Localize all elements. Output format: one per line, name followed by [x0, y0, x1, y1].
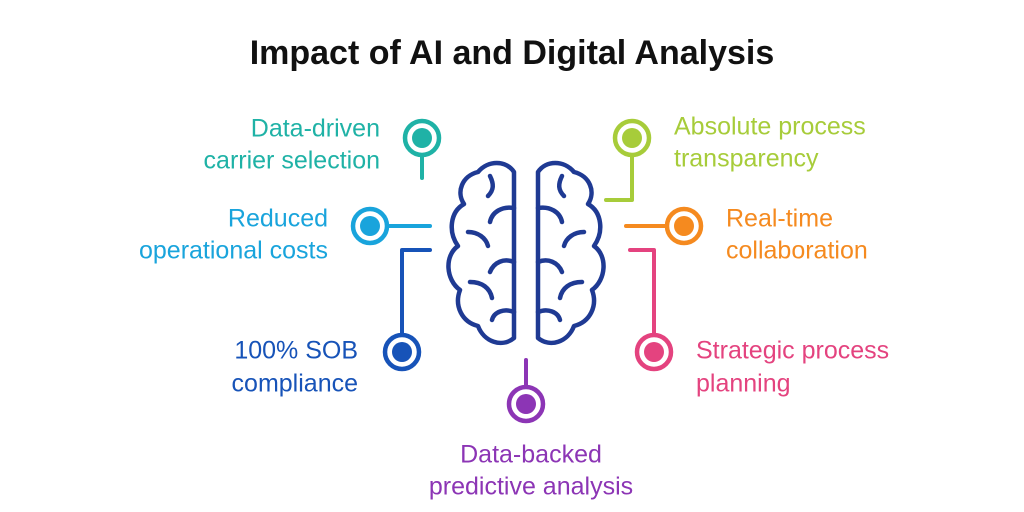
item-label-line: 100% SOB: [234, 337, 358, 365]
item-label-line: Absolute process: [674, 113, 866, 141]
node-dot: [516, 394, 536, 414]
item-label-line: Strategic process: [696, 337, 889, 365]
brain-left-fold: [489, 308, 517, 323]
item-label-line: carrier selection: [204, 147, 380, 175]
node-dot: [622, 128, 642, 148]
node-dot: [412, 128, 432, 148]
connector-line: [604, 136, 634, 202]
brain-right-fold: [535, 308, 563, 323]
node-dot: [674, 216, 694, 236]
item-label-line: transparency: [674, 145, 819, 173]
brain-right-fold: [561, 229, 587, 249]
item-label-line: Data-driven: [251, 115, 380, 143]
brain-left-fold: [485, 173, 495, 199]
nodes: [350, 118, 704, 424]
node-dot: [392, 342, 412, 362]
brain-right-fold: [535, 258, 565, 275]
page-title: Impact of AI and Digital Analysis: [250, 34, 775, 72]
brain-left-fold: [465, 229, 491, 249]
item-label-line: Data-backed: [460, 441, 602, 469]
connectors: [368, 136, 686, 406]
brain-left-hemisphere: [446, 160, 517, 346]
item-label-line: Real-time: [726, 205, 833, 233]
brain-icon: [446, 160, 606, 346]
item-label-line: collaboration: [726, 237, 868, 265]
brain-left-fold: [487, 205, 517, 225]
item-label-line: compliance: [232, 370, 358, 398]
connector-line: [400, 248, 432, 354]
brain-right-hemisphere: [535, 160, 606, 346]
node-dot: [644, 342, 664, 362]
brain-left-fold: [467, 279, 495, 301]
brain-right-fold: [557, 173, 567, 199]
brain-right-fold: [535, 205, 565, 225]
item-label-line: operational costs: [139, 237, 328, 265]
item-label-line: planning: [696, 370, 791, 398]
node-dot: [360, 216, 380, 236]
brain-left-fold: [487, 258, 517, 275]
item-label-line: predictive analysis: [429, 473, 633, 501]
connector-line: [628, 248, 656, 354]
brain-right-fold: [557, 279, 585, 301]
item-label-line: Reduced: [228, 205, 328, 233]
